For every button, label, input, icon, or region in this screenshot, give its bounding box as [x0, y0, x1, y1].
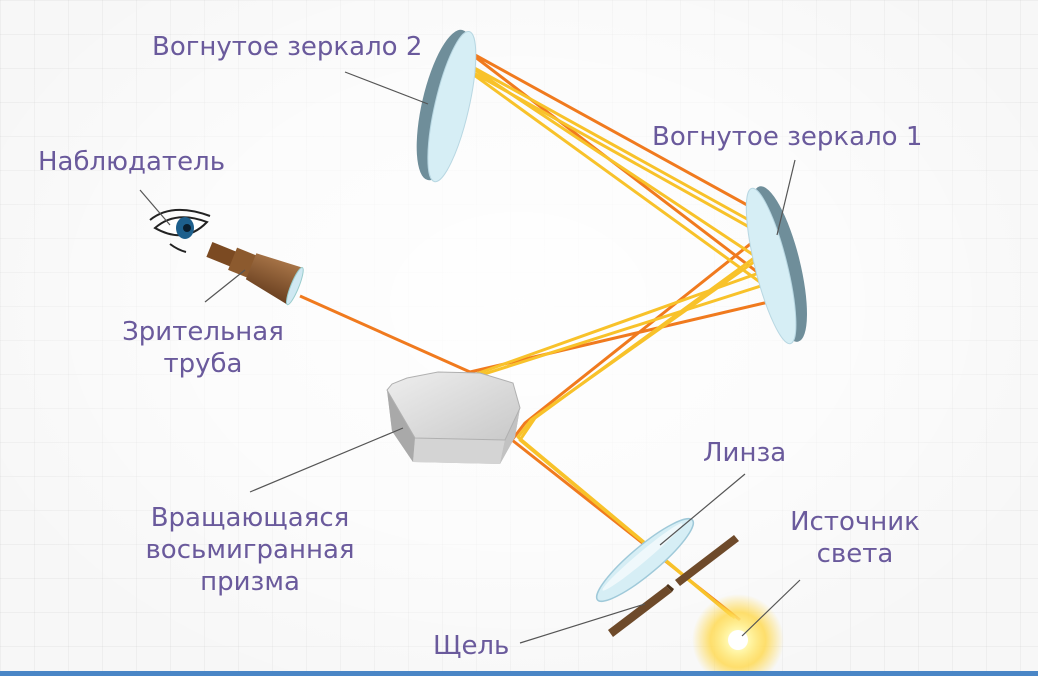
octagonal-prism [386, 371, 521, 464]
label-concave-mirror-1: Вогнутое зеркало 1 [652, 122, 923, 152]
leader-observer [139, 189, 171, 226]
leader-light-source [741, 579, 801, 637]
concave-mirror-1 [745, 186, 807, 345]
label-prism: Вращающаяся восьмигранная призма [145, 503, 355, 597]
leader-telescope [204, 269, 246, 303]
leader-lines [139, 71, 801, 644]
light-source-icon [692, 594, 784, 676]
label-lens: Линза [703, 438, 787, 468]
concave-mirror-2 [416, 29, 477, 183]
slit [608, 535, 739, 637]
leader-mirror1 [776, 159, 796, 236]
bottom-accent-bar [0, 671, 1038, 676]
label-concave-mirror-2: Вогнутое зеркало 2 [152, 32, 423, 62]
observer-eye-icon [149, 208, 211, 253]
label-slit: Щель [433, 631, 510, 661]
telescope [206, 241, 304, 306]
leader-mirror2 [344, 71, 429, 105]
label-light-source: Источник света [790, 507, 920, 569]
lens [595, 517, 695, 603]
label-observer: Наблюдатель [38, 147, 226, 177]
label-telescope: Зрительная труба [122, 317, 284, 379]
leader-prism [249, 427, 404, 493]
leader-lens [659, 473, 746, 546]
leader-slit [519, 603, 646, 644]
